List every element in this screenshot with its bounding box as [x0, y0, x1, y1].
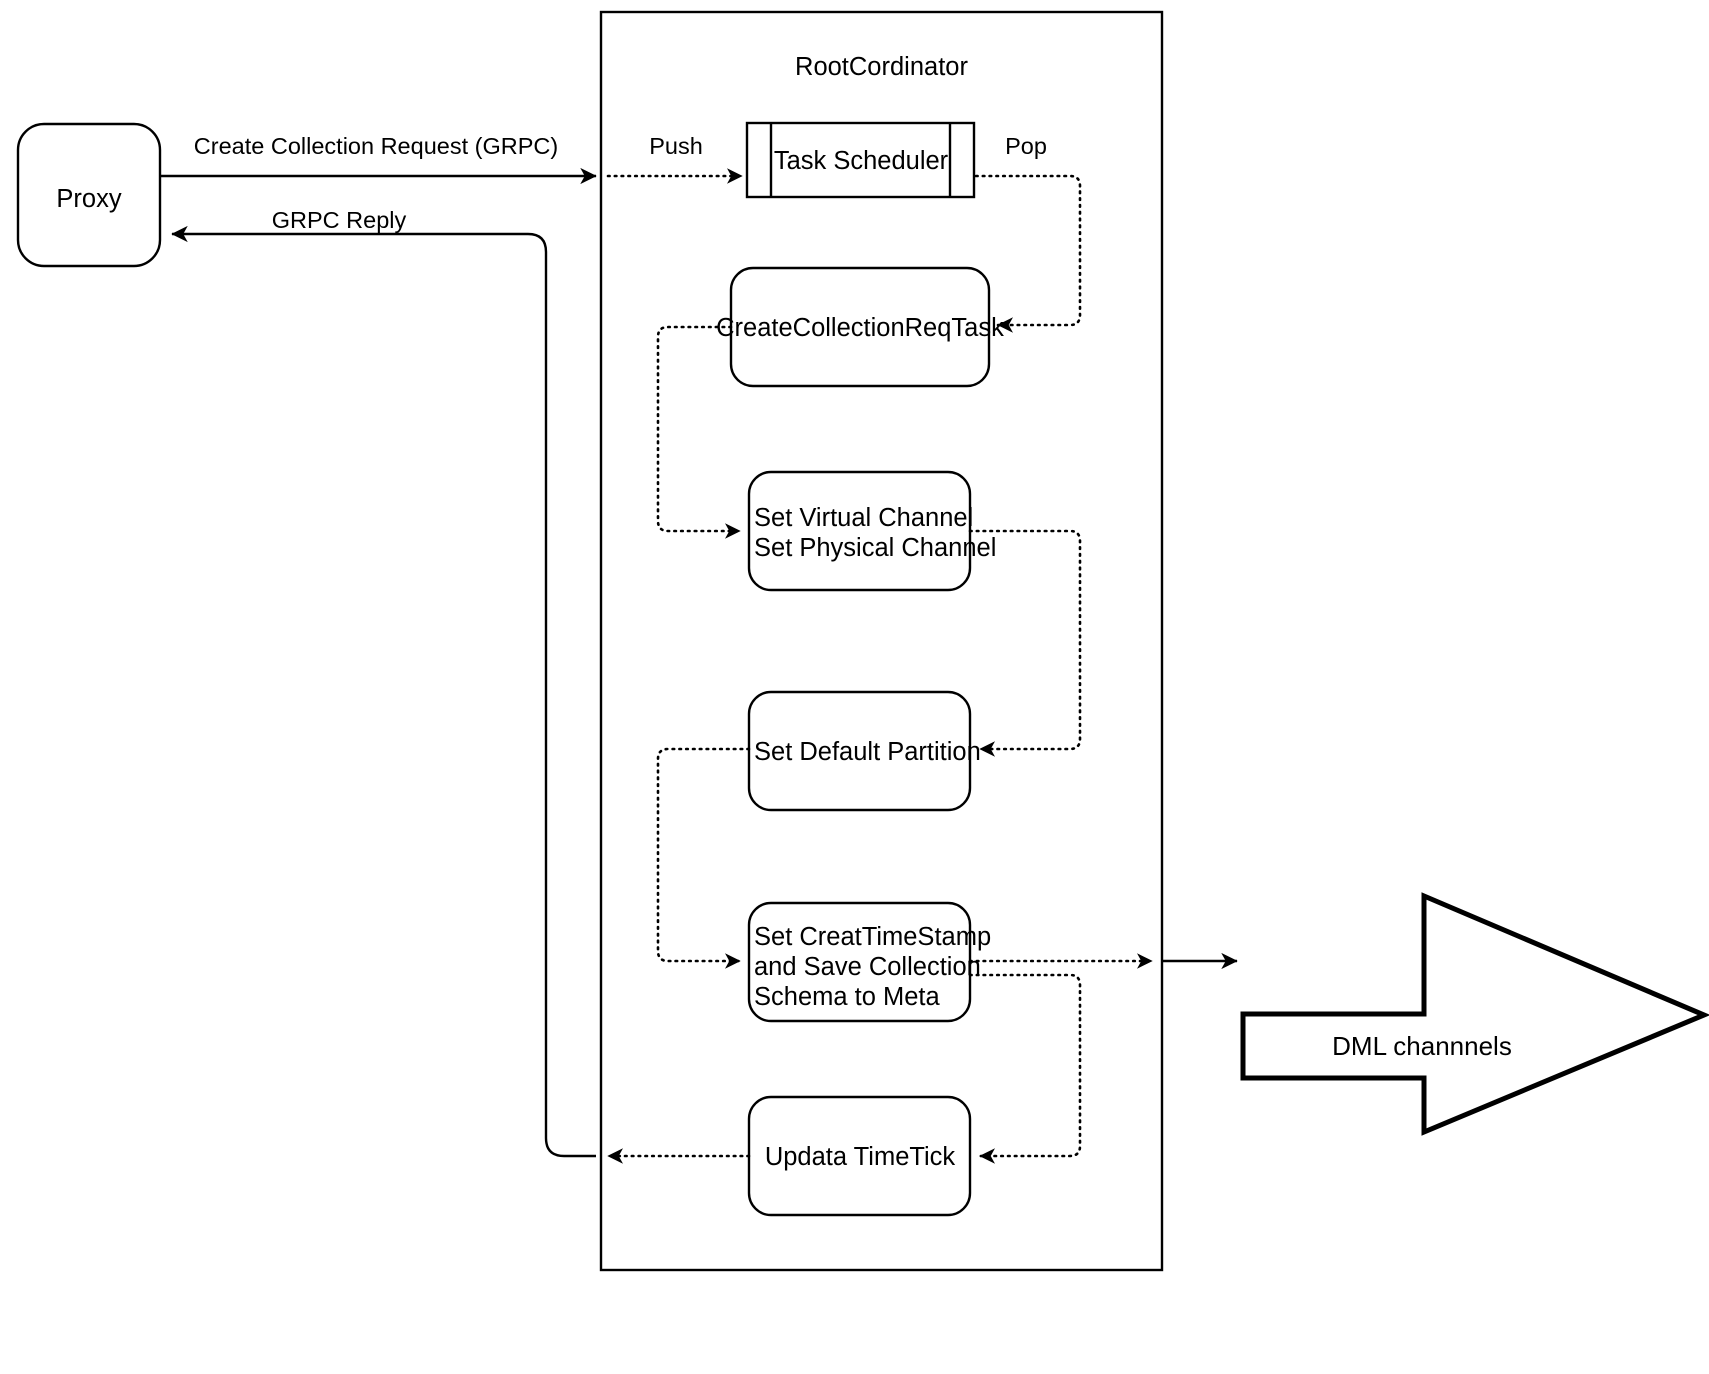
task-scheduler-label: Task Scheduler: [774, 147, 949, 175]
edge-set-channels-to-default-partition: [968, 529, 1082, 757]
update-timetick-label: Updata TimeTick: [765, 1143, 956, 1171]
edge-timestamp-to-timetick: [968, 973, 1082, 1164]
set-channels-label-line1: Set Virtual Channel: [754, 504, 973, 532]
set-default-partition-node[interactable]: [747, 690, 972, 812]
set-timestamp-label-line2: and Save Collection: [754, 953, 981, 981]
edge-task-to-set-channels: [656, 325, 742, 539]
set-timestamp-label-line3: Schema to Meta: [754, 983, 940, 1011]
edge-label-pop: Pop: [1005, 133, 1047, 159]
edge-label-push: Push: [649, 133, 703, 159]
edge-label-create-collection-request: Create Collection Request (GRPC): [194, 133, 558, 159]
edge-label-grpc-reply: GRPC Reply: [272, 207, 407, 233]
dml-channels-label: DML channnels: [1332, 1031, 1512, 1061]
create-collection-req-task-label: CreateCollectionReqTask: [716, 314, 1004, 342]
dml-channels-arrow[interactable]: [1240, 892, 1709, 1136]
rootcoordinator-container: [599, 10, 1164, 1272]
set-default-partition-label: Set Default Partition: [754, 738, 981, 766]
edge-default-partition-to-timestamp: [656, 747, 751, 969]
edge-pop: [974, 174, 1082, 333]
proxy-label: Proxy: [56, 185, 121, 213]
rootcoordinator-title: RootCordinator: [795, 53, 968, 81]
proxy-node[interactable]: [16, 122, 162, 268]
set-channels-label-line2: Set Physical Channel: [754, 534, 996, 562]
task-scheduler-node[interactable]: [745, 121, 976, 199]
set-timestamp-label-line1: Set CreatTimeStamp: [754, 923, 991, 951]
edge-grpc-reply: [171, 225, 596, 1158]
